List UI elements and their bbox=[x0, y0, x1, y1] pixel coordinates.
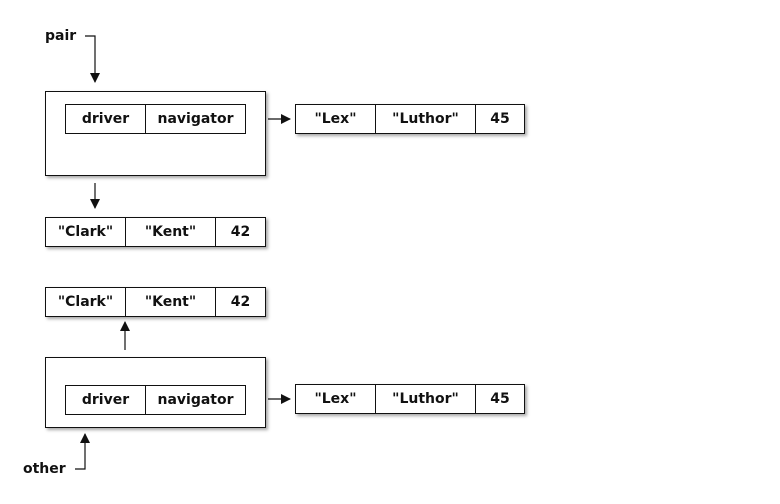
other-driver-last-name: "Kent" bbox=[125, 287, 216, 317]
pair-driver-last-name: "Kent" bbox=[125, 217, 216, 247]
other-driver-age: 42 bbox=[215, 287, 266, 317]
pair-driver-age: 42 bbox=[215, 217, 266, 247]
other-navigator-first-name: "Lex" bbox=[295, 384, 376, 414]
other-pointer-arrow bbox=[75, 433, 90, 470]
pair-driver-field: driver bbox=[65, 104, 146, 134]
pair-navigator-last-name: "Luthor" bbox=[375, 104, 476, 134]
other-driver-first-name: "Clark" bbox=[45, 287, 126, 317]
pair-navigator-first-name: "Lex" bbox=[295, 104, 376, 134]
pair-driver-first-name: "Clark" bbox=[45, 217, 126, 247]
other-navigator-field: navigator bbox=[145, 385, 246, 415]
pair-navigator-age: 45 bbox=[475, 104, 525, 134]
other-label: other bbox=[23, 461, 66, 477]
other-navigator-age: 45 bbox=[475, 384, 525, 414]
other-driver-field: driver bbox=[65, 385, 146, 415]
pair-pointer-arrow bbox=[85, 35, 100, 83]
pair-navigator-field: navigator bbox=[145, 104, 246, 134]
pair-label: pair bbox=[45, 28, 77, 44]
other-navigator-last-name: "Luthor" bbox=[375, 384, 476, 414]
